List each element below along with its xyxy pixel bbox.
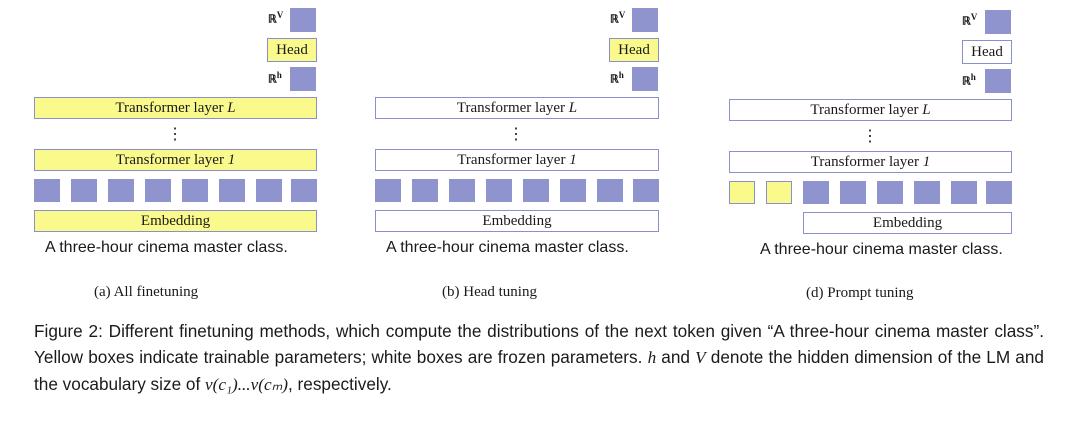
hidden-space-label: ℝh bbox=[268, 70, 282, 86]
input-sentence: A three-hour cinema master class. bbox=[760, 241, 1003, 258]
token-embedding bbox=[449, 179, 475, 202]
token-embedding bbox=[291, 179, 317, 202]
figure-caption: Figure 2: Different finetuning methods, … bbox=[34, 321, 1044, 394]
token-embedding bbox=[219, 179, 245, 202]
vocab-space-label: ℝV bbox=[962, 12, 978, 28]
embedding-box: Embedding bbox=[34, 210, 317, 232]
panel-all-finetuning: ℝV Head ℝh Transformer layer L ⋮ Transfo… bbox=[0, 0, 350, 300]
hidden-vector bbox=[290, 67, 316, 91]
vocab-output-vector bbox=[290, 8, 316, 32]
embedding-box: Embedding bbox=[375, 210, 659, 232]
token-embedding bbox=[803, 181, 829, 204]
transformer-layer-bottom: Transformer layer 1 bbox=[729, 151, 1012, 173]
head-box: Head bbox=[267, 38, 317, 62]
vocab-output-vector bbox=[632, 8, 658, 32]
token-embedding bbox=[914, 181, 940, 204]
transformer-layer-top: Transformer layer L bbox=[375, 97, 659, 119]
input-sentence: A three-hour cinema master class. bbox=[386, 239, 629, 256]
token-embedding bbox=[182, 179, 208, 202]
token-embedding bbox=[256, 179, 282, 202]
panel-prompt-tuning: ℝV Head ℝh Transformer layer L ⋮ Transfo… bbox=[729, 10, 1012, 301]
transformer-layer-bottom: Transformer layer 1 bbox=[375, 149, 659, 171]
subcaption: (a) All finetuning bbox=[94, 284, 199, 300]
hidden-space-label: ℝh bbox=[962, 72, 976, 88]
layer-ellipsis: ⋮ bbox=[508, 126, 524, 143]
panel-head-tuning: ℝV Head ℝh Transformer layer L ⋮ Transfo… bbox=[0, 0, 700, 300]
transformer-layer-bottom: Transformer layer 1 bbox=[34, 149, 317, 171]
embedding-box: Embedding bbox=[803, 212, 1012, 234]
token-embedding bbox=[523, 179, 549, 202]
token-embedding bbox=[412, 179, 438, 202]
prompt-token bbox=[729, 181, 755, 204]
token-embedding bbox=[560, 179, 586, 202]
token-embedding bbox=[145, 179, 171, 202]
token-embedding bbox=[633, 179, 659, 202]
transformer-layer-top: Transformer layer L bbox=[34, 97, 317, 119]
vocab-output-vector bbox=[985, 10, 1011, 34]
prompt-token bbox=[766, 181, 792, 204]
hidden-space-label: ℝh bbox=[610, 70, 624, 86]
hidden-vector bbox=[985, 69, 1011, 93]
token-embedding bbox=[71, 179, 97, 202]
token-embedding bbox=[34, 179, 60, 202]
subcaption: (b) Head tuning bbox=[442, 284, 537, 300]
subcaption: (d) Prompt tuning bbox=[806, 285, 914, 301]
layer-ellipsis: ⋮ bbox=[167, 126, 183, 143]
token-embedding bbox=[986, 181, 1012, 204]
token-embedding bbox=[597, 179, 623, 202]
token-embedding bbox=[486, 179, 512, 202]
head-box: Head bbox=[962, 40, 1012, 64]
transformer-layer-top: Transformer layer L bbox=[729, 99, 1012, 121]
head-box: Head bbox=[609, 38, 659, 62]
token-embedding bbox=[840, 181, 866, 204]
hidden-vector bbox=[632, 67, 658, 91]
layer-ellipsis: ⋮ bbox=[862, 128, 878, 145]
token-embedding bbox=[877, 181, 903, 204]
token-embedding bbox=[375, 179, 401, 202]
vocab-space-label: ℝV bbox=[610, 10, 626, 26]
token-embedding bbox=[108, 179, 134, 202]
vocab-space-label: ℝV bbox=[268, 10, 284, 26]
input-sentence: A three-hour cinema master class. bbox=[45, 239, 288, 256]
token-embedding bbox=[951, 181, 977, 204]
